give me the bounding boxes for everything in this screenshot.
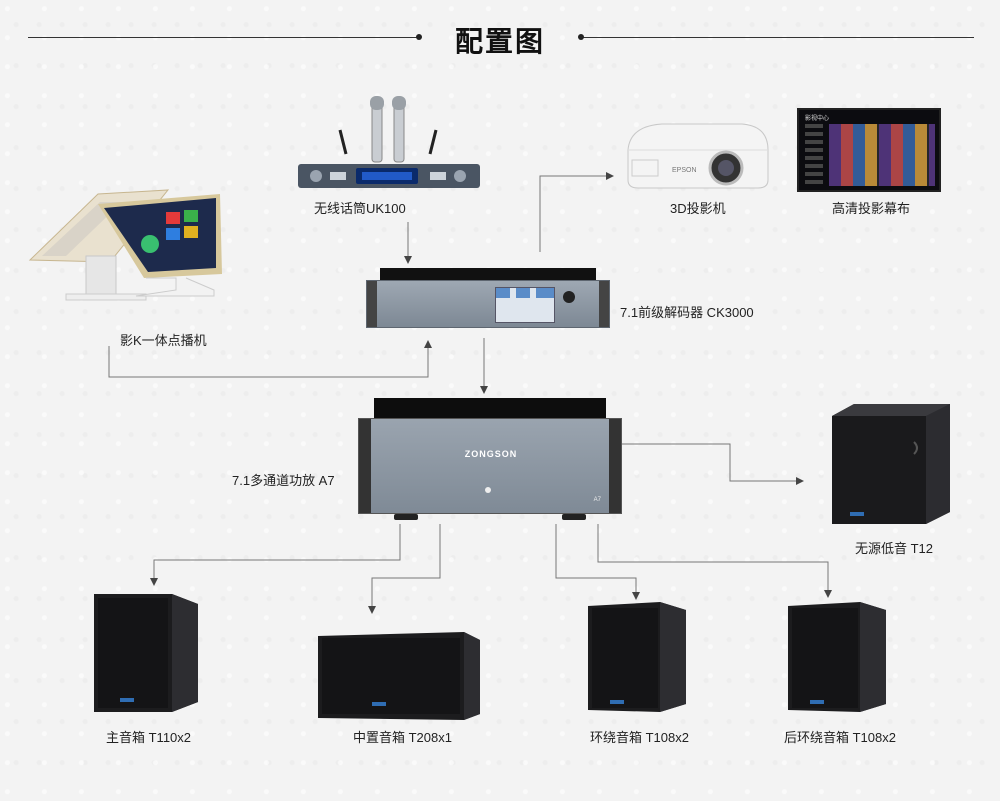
screen-tiles: [829, 124, 935, 186]
center-speaker-icon: [318, 632, 480, 720]
wire-amp-center: [368, 524, 441, 614]
decoder-ear-right: [599, 281, 609, 327]
decoder-knob: [563, 291, 575, 303]
decoder-ear-left: [367, 281, 377, 327]
projector-icon: EPSON: [627, 123, 769, 189]
amplifier-ear-right: [609, 419, 621, 513]
projector-label: 3D投影机: [670, 201, 726, 216]
player-label: 影K一体点播机: [120, 333, 207, 348]
decoder-unit: [366, 268, 610, 330]
wire-amp-rear: [597, 524, 832, 598]
wire-decoder-projector: [539, 172, 614, 252]
amplifier-foot-right: [562, 514, 586, 520]
amplifier-model: A7: [593, 497, 601, 503]
title-rule-left-dot: [416, 34, 422, 40]
projection-screen: 影视中心: [797, 108, 941, 192]
microphone-receiver-icon: [298, 96, 480, 188]
main-speaker-icon: [94, 594, 198, 712]
surround-speaker-label: 环绕音箱 T108x2: [590, 730, 689, 745]
page-title: 配置图: [454, 25, 545, 58]
screen-header: 影视中心: [805, 116, 830, 122]
title-rule-left: [28, 37, 418, 38]
center-speaker-label: 中置音箱 T208x1: [353, 730, 452, 745]
title-rule-right: [582, 37, 974, 38]
surround-speaker-icon: [588, 602, 686, 712]
subwoofer-icon: [832, 404, 950, 524]
amplifier-label: 7.1多通道功放 A7: [232, 473, 335, 488]
amplifier-top: [374, 398, 606, 418]
decoder-front: [366, 280, 610, 328]
amplifier-unit: ZONGSON A7: [358, 398, 622, 522]
wire-amp-surround: [555, 524, 640, 600]
subwoofer-label: 无源低音 T12: [855, 541, 934, 556]
decoder-top: [380, 268, 596, 280]
rear-surround-speaker-icon: [788, 602, 886, 712]
amplifier-brand: ZONGSON: [464, 449, 518, 459]
amplifier-front: ZONGSON A7: [358, 418, 622, 514]
decoder-label: 7.1前级解码器 CK3000: [620, 305, 754, 320]
wire-amp-main: [150, 524, 401, 586]
amplifier-ear-left: [359, 419, 371, 513]
title-rule-right-dot: [578, 34, 584, 40]
screen-label: 高清投影幕布: [832, 201, 911, 216]
mic-label: 无线话筒UK100: [314, 201, 406, 216]
amplifier-power-button: [485, 487, 491, 493]
main-speaker-label: 主音箱 T110x2: [106, 730, 192, 745]
rear-surround-speaker-label: 后环绕音箱 T108x2: [784, 730, 896, 745]
decoder-display: [495, 287, 555, 323]
screen-menu: [805, 124, 823, 186]
karaoke-player-icon: [28, 189, 222, 301]
projector-brand: EPSON: [672, 167, 697, 174]
amplifier-foot-left: [394, 514, 418, 520]
wire-player-decoder: [108, 340, 432, 378]
wire-amp-sub: [622, 443, 804, 485]
